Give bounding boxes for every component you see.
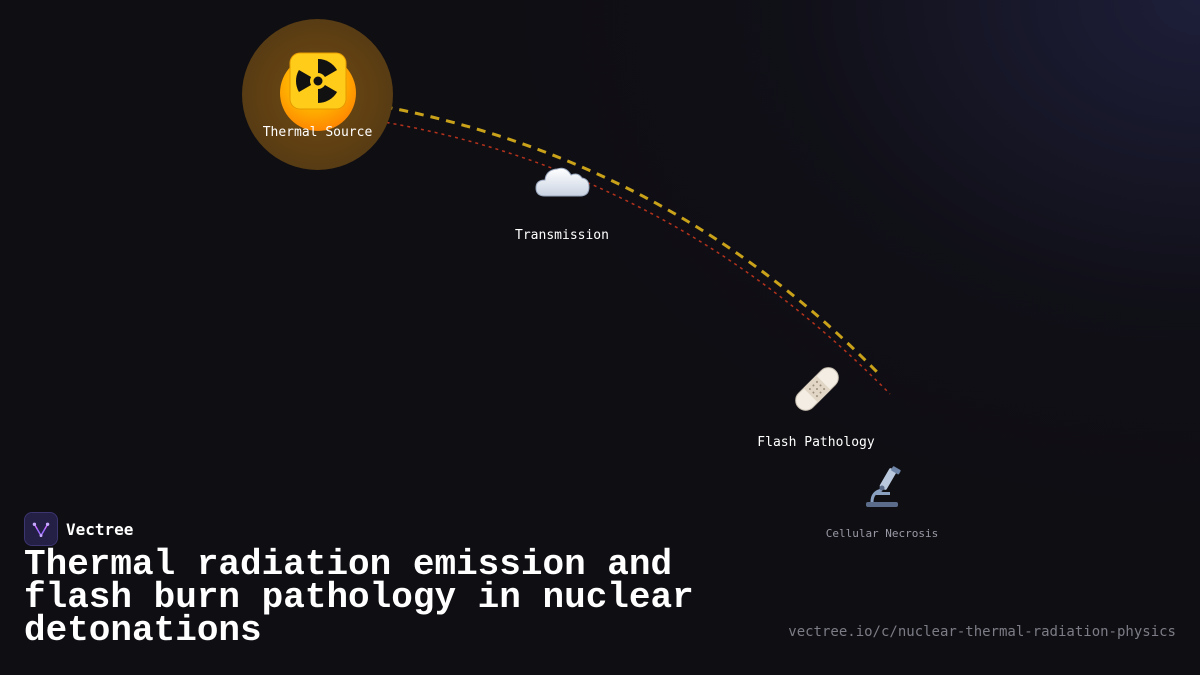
- thermal-source-label: Thermal Source: [262, 125, 373, 140]
- source-url[interactable]: vectree.io/c/nuclear-thermal-radiation-p…: [788, 624, 1176, 640]
- microscope-icon: [866, 466, 901, 507]
- brand: Vectree: [24, 512, 133, 546]
- transmission-label: Transmission: [515, 228, 609, 243]
- cloud-icon: [535, 167, 590, 197]
- cellular-necrosis-label: Cellular Necrosis: [825, 527, 939, 540]
- primary-radiation-path: [351, 99, 879, 374]
- radioactive-icon: [289, 52, 347, 110]
- bandage-icon: [795, 367, 839, 411]
- brand-name: Vectree: [66, 519, 134, 539]
- page-title: Thermal radiation emission and flash bur…: [24, 544, 694, 651]
- secondary-radiation-path: [351, 116, 891, 395]
- flash-pathology-label: Flash Pathology: [757, 435, 875, 450]
- vectree-logo-icon: [24, 512, 58, 546]
